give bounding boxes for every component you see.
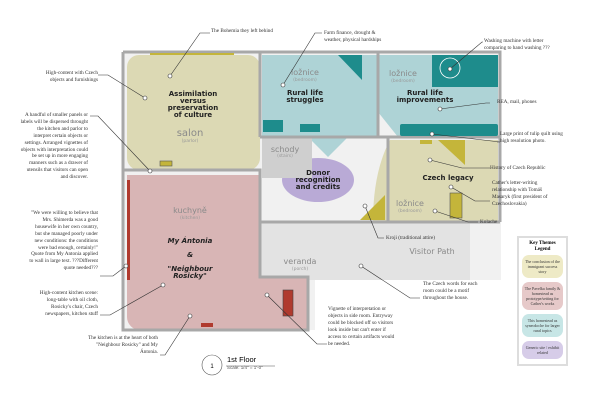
veranda-floor <box>260 222 470 280</box>
stairs <box>262 138 312 178</box>
kitchen-label: kuchyně <box>173 206 207 215</box>
legend-item-pavelka: The Pavelka family & homestead as protot… <box>522 282 563 310</box>
note-quote: "We were willing to believe that Mrs. Sh… <box>29 210 98 272</box>
kitchen-sub: (kitchen) <box>180 215 200 221</box>
kitchen-zone <box>127 175 308 330</box>
note-bohemia: The Bohemia they left behind <box>211 28 273 34</box>
note-quilt: Large print of tulip quilt using high re… <box>500 131 563 144</box>
note-washing: Washing machine with letter comparing to… <box>484 38 550 51</box>
legend-item-immigrant: The conclusion of the immigrant success … <box>522 255 563 278</box>
floor-title: 1st Floor <box>227 355 257 364</box>
note-history: History of Czech Republic <box>490 165 546 171</box>
salon-zone <box>127 55 260 170</box>
legend-item-generic: Generic site / exhibit related <box>522 341 563 359</box>
czech-legacy-zone <box>373 140 498 222</box>
note-masaryk: Cather's letter-writing relationship wit… <box>492 180 548 207</box>
key-themes-legend: Key Themes Legend The conclusion of the … <box>517 236 568 366</box>
note-vignette: Vignette of interpretation or objects in… <box>328 306 395 347</box>
stairs-sub: (stairs) <box>277 153 293 159</box>
floor-number: 1 <box>210 364 214 370</box>
note-czech-words: The Czech words for each room could be a… <box>423 281 478 301</box>
bedroom1-sub: (bedroom) <box>293 77 317 83</box>
salon-label: salon <box>177 128 204 139</box>
note-kroji: Kroji (traditional attire) <box>386 235 435 241</box>
note-kolache: Kolache <box>480 219 498 225</box>
note-kitchen-scene: High-content kitchen scene: long-table w… <box>39 290 98 317</box>
bedroom3-sub: (bedroom) <box>398 208 422 214</box>
bedroom2-label: ložnice <box>389 69 417 78</box>
bedroom1-label: ložnice <box>291 68 319 77</box>
note-czech-objects: High-content with Czech objects and furn… <box>45 70 98 83</box>
veranda-label: veranda <box>284 257 317 266</box>
note-panels: A handful of smaller panels or labels wi… <box>20 112 88 181</box>
legend-item-rural: This homestead as synecdoche for larger … <box>522 314 563 337</box>
salon-sub: (parlor) <box>182 138 199 144</box>
floor-scale: Scale: 1/4" = 1'-0" <box>227 365 263 370</box>
note-rea: REA, mail, phones <box>497 99 537 105</box>
floor-marker <box>201 354 223 376</box>
note-farm: Farm finance, drought & weather, physica… <box>324 30 382 43</box>
bedroom2-sub: (bedroom) <box>391 78 415 84</box>
stairs-label: schody <box>271 145 300 154</box>
bedroom1-zone <box>262 55 378 157</box>
bedroom3-label: ložnice <box>396 199 424 208</box>
note-kitchen-heart: The kitchen is at the heart of both "Nei… <box>88 335 158 355</box>
legend-title: Key Themes Legend <box>529 241 556 252</box>
floor-title-block: 1st Floor Scale: 1/4" = 1'-0" <box>227 355 263 371</box>
czech-legacy-theme: Czech legacy <box>422 174 474 182</box>
veranda-sub: (porch) <box>292 266 308 272</box>
visitor-path-label: Visitor Path <box>409 247 454 256</box>
leader-lines <box>90 32 501 356</box>
